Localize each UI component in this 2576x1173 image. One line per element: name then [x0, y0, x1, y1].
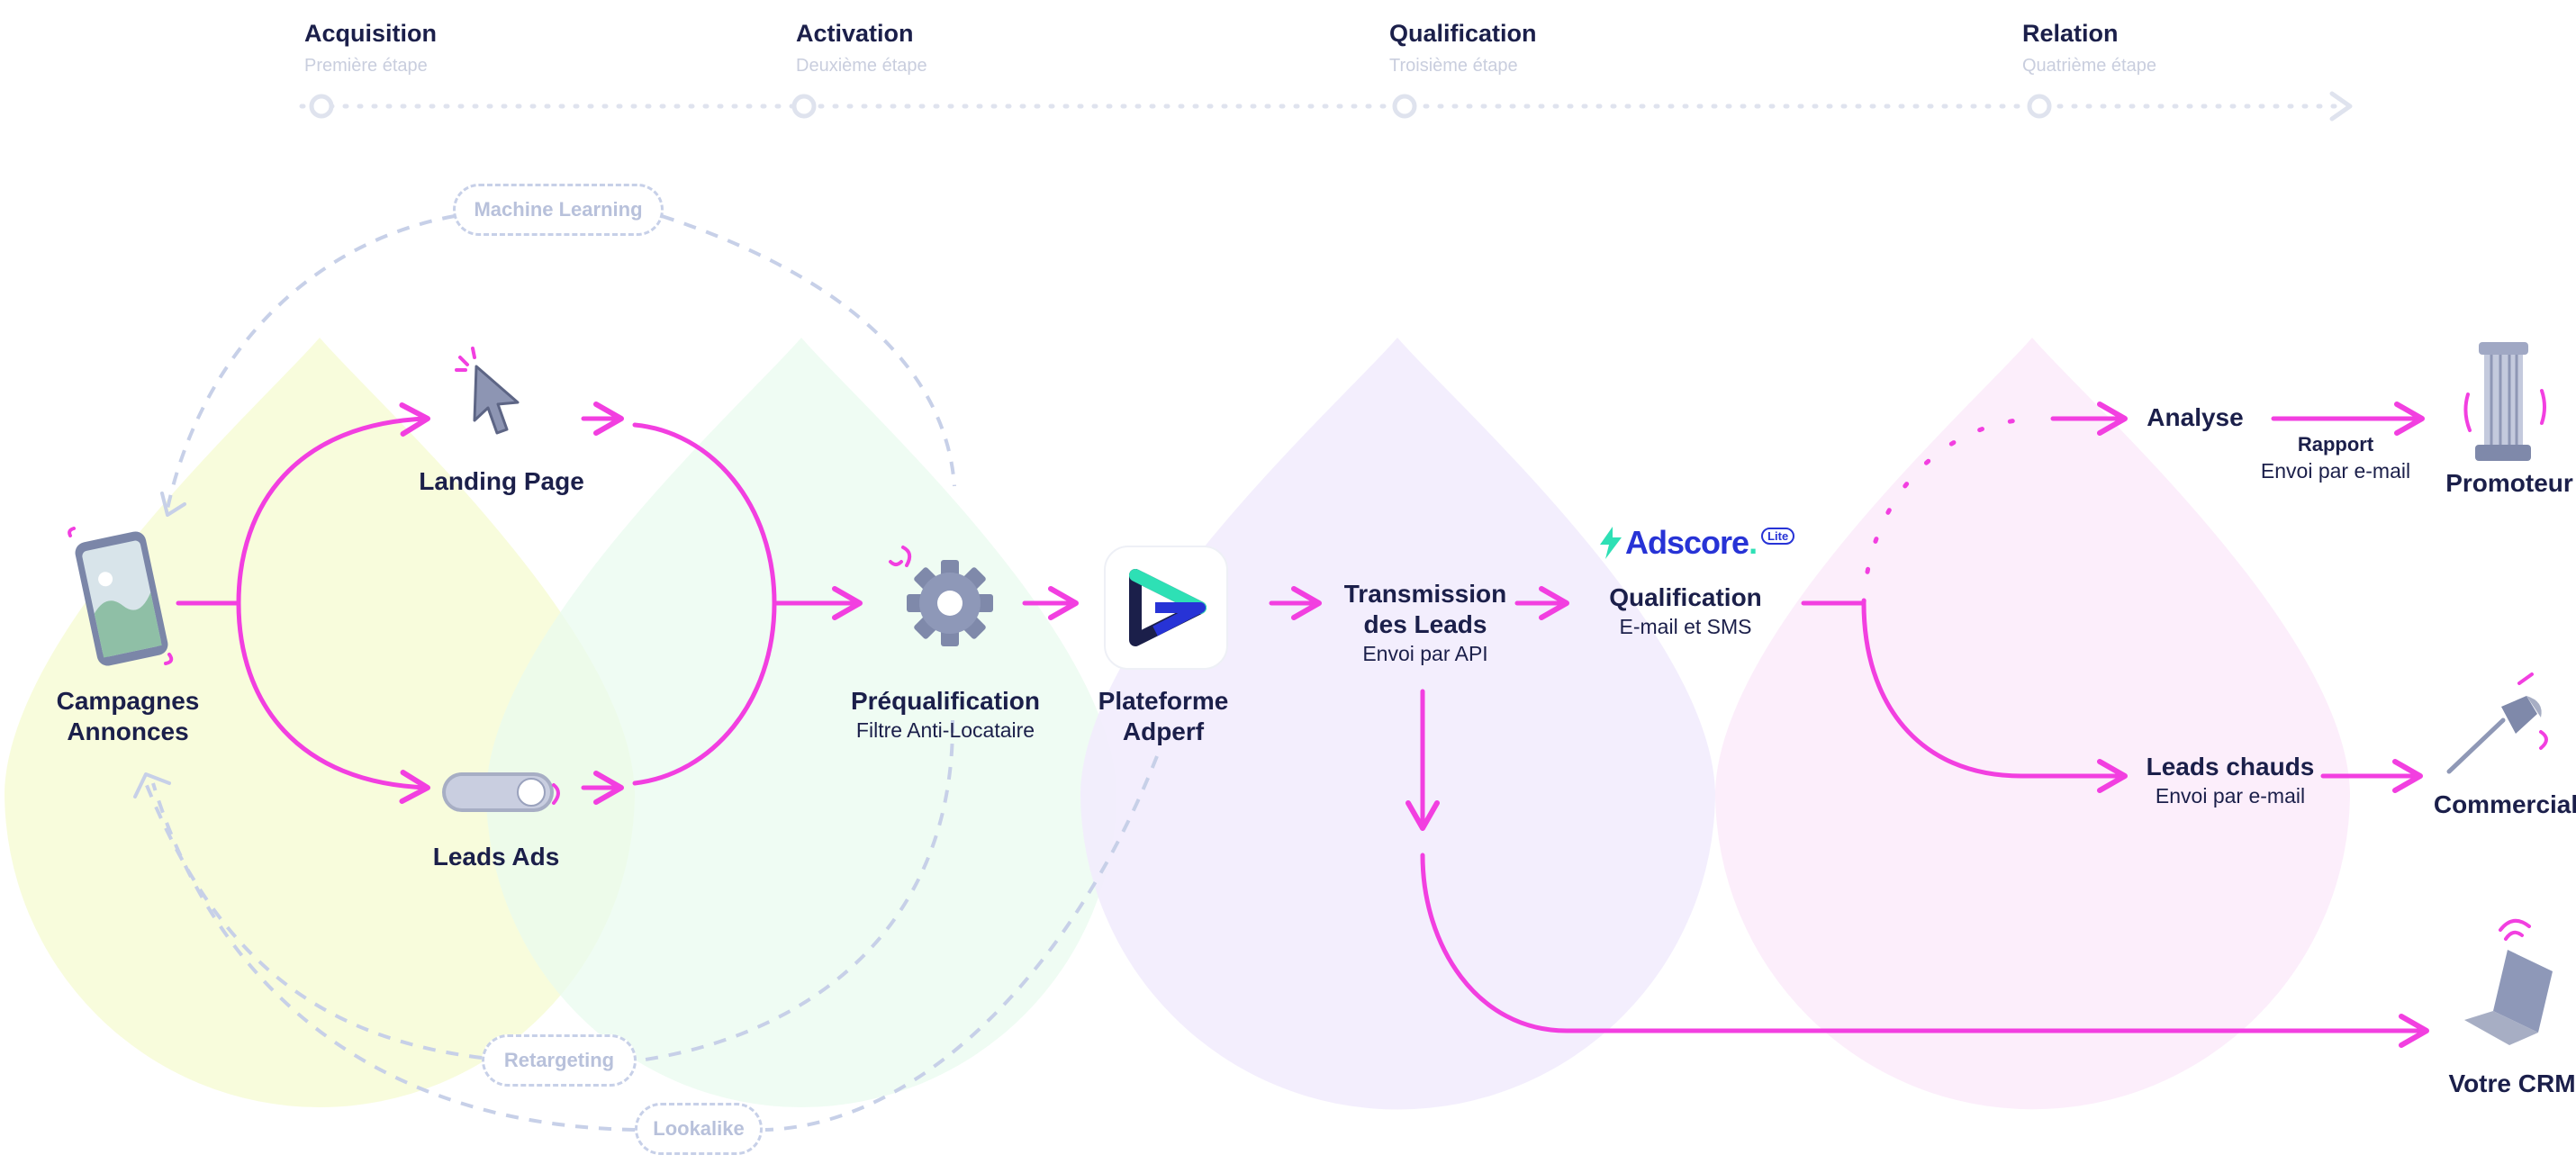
node-landing-page-title: Landing Page [419, 467, 584, 495]
node-qualification: Qualification E-mail et SMS [1609, 582, 1762, 640]
node-rapport-subtitle: Envoi par e-mail [2260, 459, 2411, 483]
stage-subtitle-qualification: Troisième étape [1389, 56, 1518, 76]
adscore-lite-badge: Lite [1761, 527, 1795, 545]
node-commercial: Commercial [2434, 790, 2576, 820]
stage-subtitle-relation: Quatrième étape [2022, 56, 2156, 76]
gear-icon [889, 546, 993, 646]
stage-subtitle-activation: Deuxième étape [796, 56, 927, 76]
laptop-icon [2464, 919, 2553, 1045]
node-rapport: Rapport Envoi par e-mail [2261, 432, 2410, 484]
node-plateforme-title: Plateforme Adperf [1098, 687, 1229, 745]
column-icon [2463, 342, 2546, 461]
node-prequalification-subtitle: Filtre Anti-Locataire [855, 718, 1035, 742]
pill-lookalike: Lookalike [635, 1103, 763, 1155]
loop-arrowhead-icon [133, 772, 171, 799]
adscore-logo: Adscore . Lite [1596, 524, 1795, 562]
lightning-icon [1600, 527, 1622, 559]
stage-subtitle-acquisition: Première étape [304, 56, 428, 76]
node-promoteur: Promoteur [2445, 468, 2573, 499]
stage-title-relation: Relation [2022, 20, 2119, 47]
node-qualification-subtitle: E-mail et SMS [1619, 615, 1752, 638]
node-promoteur-title: Promoteur [2445, 469, 2573, 497]
timeline-arrow-icon [2329, 91, 2353, 122]
zone-relation [1715, 338, 2350, 1110]
phone-icon [68, 527, 174, 666]
zone-qualification [1080, 338, 1715, 1110]
node-campagnes: Campagnes Annonces [38, 686, 218, 747]
node-plateforme: Plateforme Adperf [1087, 686, 1240, 747]
timeline-node-2 [791, 94, 817, 119]
stage-title-acquisition: Acquisition [304, 20, 437, 47]
flow-lines [176, 402, 2429, 1048]
toggle-icon [442, 772, 560, 812]
node-analyse: Analyse [2147, 402, 2243, 433]
machine-learning-loop [165, 214, 456, 514]
lookalike-loop [151, 755, 1159, 1132]
node-leads-chauds-subtitle: Envoi par e-mail [2155, 784, 2306, 808]
zone-activation [486, 338, 1116, 1107]
node-campagnes-title: Campagnes Annonces [56, 687, 200, 745]
node-analyse-title: Analyse [2147, 403, 2244, 431]
timeline-node-4 [2027, 94, 2052, 119]
node-commercial-title: Commercial [2433, 790, 2576, 818]
node-transmission-title: Transmission des Leads [1343, 580, 1507, 638]
adscore-dot: . [1749, 524, 1758, 561]
adscore-wordmark: Adscore [1625, 524, 1749, 561]
retargeting-loop [142, 719, 955, 1062]
timeline-node-3 [1392, 94, 1417, 119]
cursor-icon [455, 347, 520, 435]
node-transmission: Transmission des Leads Envoi par API [1335, 579, 1515, 667]
node-leads-chauds: Leads chauds Envoi par e-mail [2147, 752, 2315, 809]
loop-arrowhead-top-icon [160, 492, 186, 517]
stage-title-activation: Activation [796, 20, 914, 47]
node-transmission-subtitle: Envoi par API [1362, 642, 1488, 665]
node-landing-page: Landing Page [419, 466, 584, 497]
node-leads-ads-title: Leads Ads [432, 843, 560, 871]
node-prequalification: Préqualification Filtre Anti-Locataire [851, 686, 1040, 744]
adperf-logo-icon [1104, 546, 1228, 670]
pill-machine-learning: Machine Learning [453, 184, 664, 236]
node-prequalification-title: Préqualification [850, 687, 1041, 715]
pill-retargeting: Retargeting [482, 1034, 637, 1087]
node-leads-ads: Leads Ads [433, 842, 560, 872]
zone-acquisition [5, 338, 635, 1107]
stage-title-qualification: Qualification [1389, 20, 1537, 47]
node-qualification-title: Qualification [1609, 583, 1762, 611]
dart-icon [2446, 672, 2548, 774]
timeline-node-1 [309, 94, 334, 119]
node-rapport-title: Rapport [2297, 433, 2374, 456]
node-crm: Votre CRM [2448, 1069, 2575, 1099]
node-crm-title: Votre CRM [2448, 1069, 2576, 1097]
node-leads-chauds-title: Leads chauds [2146, 753, 2315, 780]
